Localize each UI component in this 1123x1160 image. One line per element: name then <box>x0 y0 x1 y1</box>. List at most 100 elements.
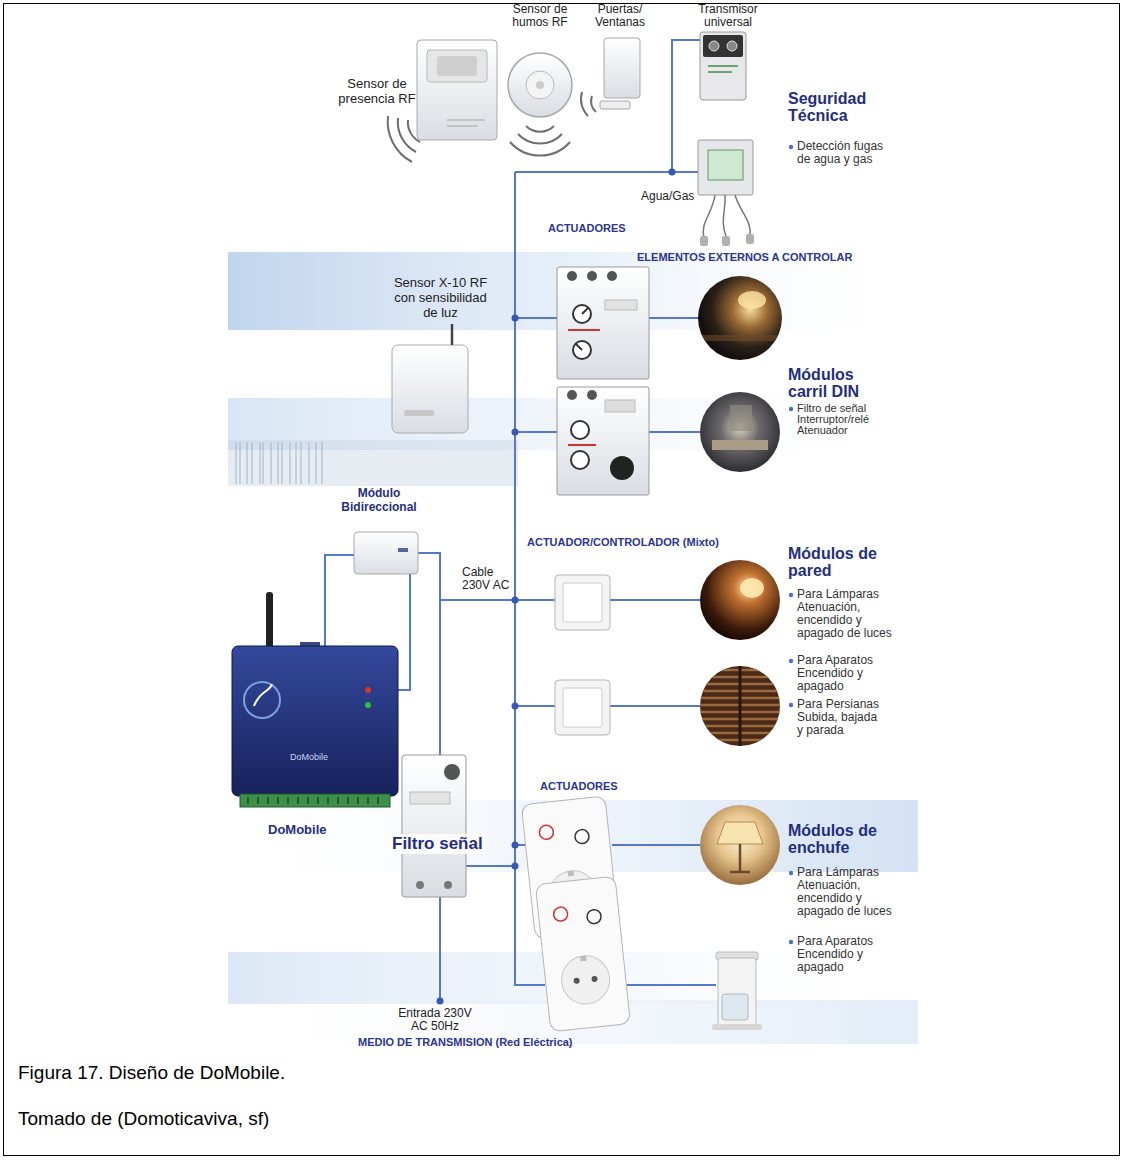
background-bands <box>228 252 918 1044</box>
coffee-maker <box>718 958 756 1026</box>
cable-connector <box>672 40 684 140</box>
group-caption: ELEMENTOS EXTERNOS A CONTROLAR <box>637 251 852 263</box>
section-title: Módulos de enchufe <box>788 822 888 856</box>
photo-circles <box>700 805 780 885</box>
bullet-text: Detección fugas de agua y gas <box>797 140 892 166</box>
din-rail-module <box>568 329 600 331</box>
plug-module <box>535 876 630 1032</box>
medium-caption: MEDIO DE TRANSMISION (Red Eléctrica) <box>358 1036 573 1048</box>
domobile-device <box>244 682 280 718</box>
din-rail-module <box>582 308 588 314</box>
x10-sensor-node: Sensor X-10 RF con sensibilidad de luz <box>386 272 504 437</box>
photo-circles <box>739 666 742 746</box>
water-gas-detector <box>700 236 708 246</box>
wall-module <box>555 575 610 630</box>
bullet-text: Para Aparatos <box>797 935 873 948</box>
photo-circles <box>730 405 752 431</box>
figure-caption: Figura 17. Diseño de DoMobile. <box>18 1062 285 1084</box>
din-rail-module <box>567 390 577 400</box>
water-gas-node: Agua/Gas <box>638 140 758 250</box>
din-rail-module <box>571 421 589 439</box>
bullet-text: Para Lámparas <box>797 588 879 601</box>
signal-filter <box>416 881 424 889</box>
bullet-text: Para Persianas <box>797 698 879 711</box>
coffee-maker <box>722 994 748 1020</box>
bullet-dots <box>789 940 793 944</box>
cable-connector <box>325 555 335 640</box>
bullet-text: Para Lámparas <box>797 866 879 879</box>
bullet-dots <box>789 703 793 707</box>
water-gas-detector <box>703 195 750 238</box>
door-window-sensor <box>604 38 640 98</box>
bullet-text: Atenuación, encendido y apagado de luces <box>797 879 902 918</box>
water-gas-detector <box>708 150 743 180</box>
plug-module <box>553 906 568 921</box>
device-label: DoMobile <box>290 752 328 762</box>
photo-circles <box>700 560 780 640</box>
junction-dots <box>437 998 444 1005</box>
bidirectional-module <box>398 548 408 552</box>
bidirectional-module <box>354 532 418 574</box>
bullet-dots <box>789 407 793 411</box>
section-title: Seguridad Técnica <box>788 90 888 124</box>
signal-filter <box>444 881 452 889</box>
coffee-maker <box>712 952 762 1030</box>
presence-sensor <box>417 40 497 140</box>
domobile-node: DoMobileDoMobile <box>228 640 402 845</box>
photo-circles <box>700 291 780 341</box>
din-rail-module <box>557 387 649 495</box>
signal-filter <box>444 764 460 780</box>
background-bands <box>228 440 518 486</box>
plug-module <box>559 953 612 1006</box>
presence-sensor <box>447 120 485 126</box>
din-rail-module <box>607 271 617 281</box>
din-rail-module <box>568 444 596 446</box>
din-rail-module <box>573 341 591 359</box>
door-window-sensor <box>581 92 596 116</box>
din-rail-module <box>571 451 589 469</box>
bullet-text: Encendido y apagado <box>797 667 902 693</box>
group-caption: ACTUADORES <box>548 222 626 234</box>
wall-module <box>555 680 610 735</box>
plug-module <box>539 825 554 840</box>
signal-filter <box>402 755 466 897</box>
din-rail-module <box>567 271 577 281</box>
x10-light-sensor <box>451 324 454 345</box>
junction-dots <box>512 863 519 870</box>
domobile-device <box>248 797 378 804</box>
water-gas-detector <box>698 140 754 246</box>
universal-transmitter <box>700 32 746 100</box>
din-rail-module <box>557 387 649 495</box>
domobile-device <box>365 687 371 693</box>
cable-connector <box>402 580 410 690</box>
bullet-text: Filtro de señal <box>797 403 866 414</box>
wire-label: Cable 230V AC <box>462 566 512 592</box>
section-title: Módulos de pared <box>788 545 888 579</box>
junction-dots <box>669 169 676 176</box>
photo-circles <box>712 405 768 450</box>
bullet-dots <box>789 145 793 149</box>
photo-circles <box>700 392 780 472</box>
group-caption: ACTUADOR/CONTROLADOR (Mixto) <box>527 536 719 548</box>
universal-transmitter <box>700 32 746 100</box>
din-rail-module <box>605 300 637 310</box>
photo-circles <box>698 276 782 885</box>
universal-transmitter <box>709 41 719 51</box>
bullet-dots <box>789 871 793 875</box>
wall-module <box>563 583 602 622</box>
photo-circles <box>698 276 782 360</box>
plug-module <box>573 978 580 985</box>
plug-module <box>591 976 598 983</box>
presence-sensor <box>437 56 477 76</box>
bullet-text: Interruptor/relé <box>797 414 869 425</box>
bullet-text: Encendido y apagado <box>797 948 902 974</box>
photo-circles <box>738 291 766 309</box>
device-label: Módulo Bidireccional <box>335 486 423 514</box>
x10-light-sensor <box>392 345 468 433</box>
smoke-sensor <box>526 71 554 99</box>
water-gas-detector <box>722 236 730 246</box>
